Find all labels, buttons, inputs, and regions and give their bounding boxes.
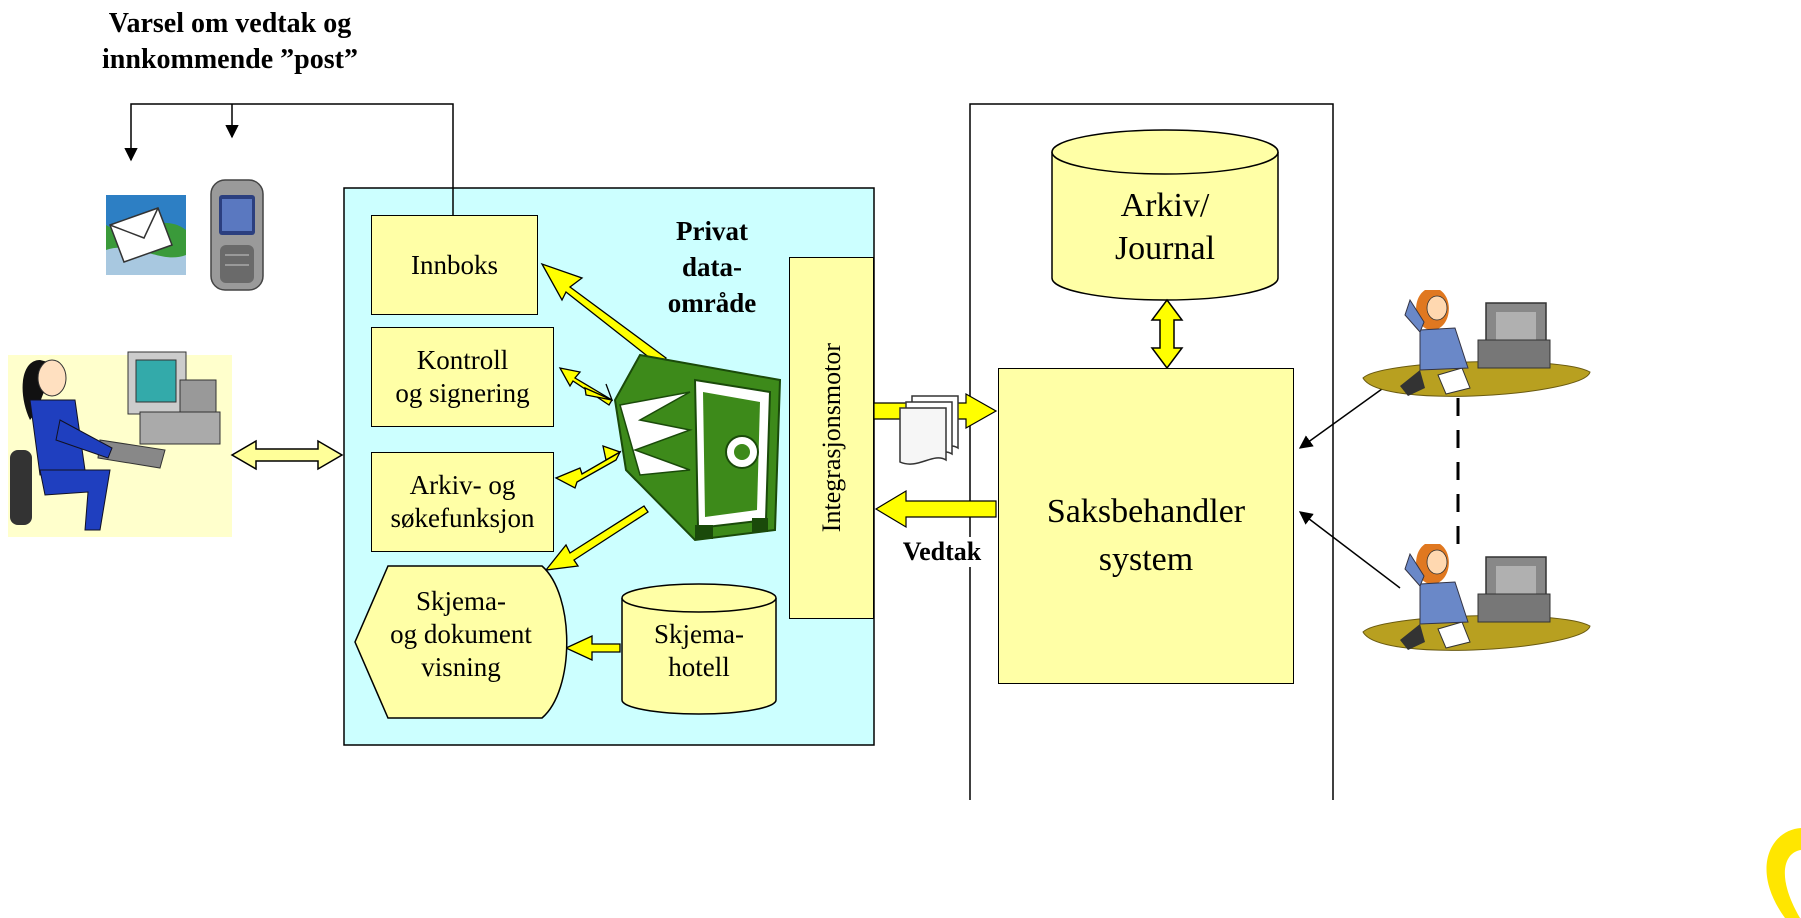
email-globe-icon [106, 195, 186, 275]
innboks-box[interactable]: Innboks [371, 215, 538, 315]
arkivsok-label: Arkiv- og søkefunksjon [390, 470, 535, 533]
private-area-label: Privat data- område [667, 216, 757, 318]
notification-title: Varsel om vedtak og innkommende ”post” [102, 8, 358, 76]
kontroll-box[interactable]: Kontroll og signering [371, 327, 554, 427]
portal-arrows [540, 262, 667, 662]
caseworker-icon [1362, 290, 1591, 397]
arrow-user-portal [230, 439, 344, 471]
corner-logo [1766, 828, 1801, 918]
notification-connector [124, 103, 454, 217]
mobile-phone-icon [210, 179, 264, 291]
arkiv-cylinder [1051, 129, 1279, 301]
arrow-arkiv-saksbehandler [1150, 298, 1184, 370]
skjemavisning-shape [354, 565, 568, 719]
skjemavisning-label[interactable]: Skjema- og dokument visning [390, 586, 532, 682]
caseworker-icon-2 [1362, 544, 1591, 651]
skjemahotell-label[interactable]: Skjema- hotell [654, 619, 744, 682]
arrow-vedtak [874, 489, 997, 529]
kontroll-label: Kontroll og signering [395, 345, 530, 408]
document-stack-icon [899, 395, 959, 465]
user-at-computer-icon [10, 351, 221, 531]
vedtak-label: Vedtak [888, 537, 996, 567]
arkiv-label[interactable]: Arkiv/ Journal [1114, 187, 1216, 267]
integrasjonsmotor-box[interactable]: Integrasjonsmotor [789, 257, 874, 619]
safe-icon [613, 353, 782, 542]
integrasjonsmotor-label: Integrasjonsmotor [816, 343, 846, 533]
skjemahotell-cylinder [621, 583, 777, 715]
saksbehandler-box[interactable]: Saksbehandler system [998, 368, 1294, 684]
innboks-label: Innboks [411, 249, 498, 280]
caseworker-line-bottom [1298, 511, 1401, 589]
arkivsok-box[interactable]: Arkiv- og søkefunksjon [371, 452, 554, 552]
saksbehandler-label: Saksbehandler system [1046, 493, 1246, 578]
backend-frame [969, 103, 1334, 800]
